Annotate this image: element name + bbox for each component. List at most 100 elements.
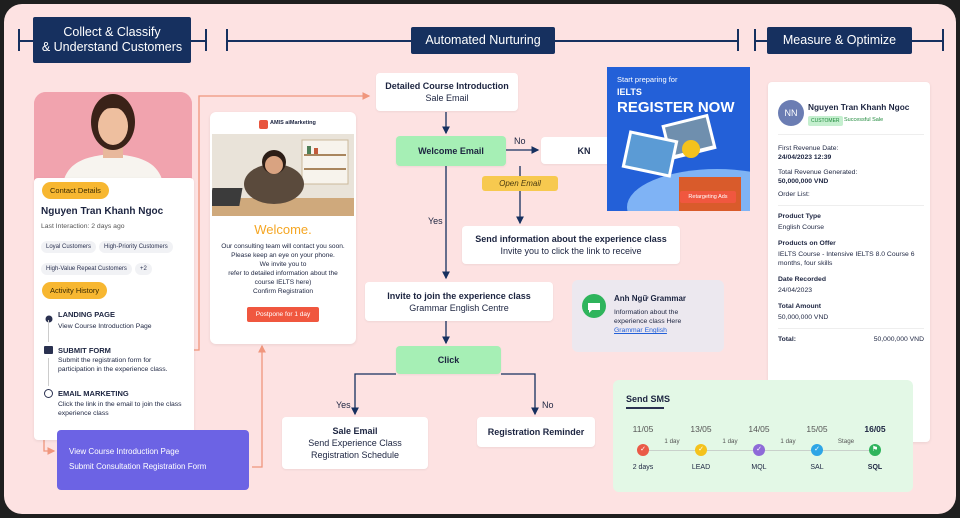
node-invite: Invite to join the experience class Gram… [365,282,553,321]
timeline-line [48,320,49,342]
customer-name: Nguyen Tran Khanh Ngoc [808,102,910,112]
tag-high-value[interactable]: High-Value Repeat Customers [41,263,132,275]
postpone-button[interactable]: Postpone for 1 day [247,307,319,322]
sms-stage-dot: ✓ [811,444,823,456]
send-info-sub: Invite you to click the link to receive [500,246,642,256]
tag-loyal[interactable]: Loyal Customers [41,241,97,253]
nurture-header: Automated Nurturing [411,27,555,54]
ad-prep: Start preparing for [617,75,678,84]
tag-more[interactable]: +2 [134,263,152,275]
sms-stage-dot: ✓ [753,444,765,456]
course-intro-sub: Sale Email [425,93,469,103]
email-hero-image [212,134,354,216]
date-value: 24/04/2023 [778,287,813,294]
email-body-4: refer to detailed information about the [228,270,338,277]
node-click[interactable]: Click [396,346,501,374]
node-send-info: Send information about the experience cl… [462,226,680,264]
sale-email-line3: Registration Schedule [310,450,400,460]
divider [778,205,924,206]
email-body-6: Confirm Registration [252,288,314,295]
ad-illustration [621,113,750,211]
email-body-2: Please keep an eye on your phone. [231,252,335,259]
collect-header-line2: & Understand Customers [41,40,183,54]
tag-high-priority[interactable]: High-Priority Customers [99,241,173,253]
course-intro-title: Detailed Course Introduction [385,81,509,91]
profile-card [34,178,194,440]
order-list-label: Order List: [778,191,810,198]
node-welcome-email[interactable]: Welcome Email [396,136,506,166]
grammar-sender: Anh Ngữ Grammar [614,294,687,303]
email-brand: AMIS aiMarketing [270,120,316,126]
sms-title: Send SMS [626,394,671,404]
activity-submit-title: SUBMIT FORM [58,346,111,355]
profile-photo [34,92,192,190]
ad-ielts: IELTS [617,87,642,97]
grammar-line1: Information about the [614,309,679,316]
retargeting-button[interactable]: Retargeting Ads [680,191,736,203]
sms-date: 15/05 [806,424,828,434]
chat-icon [582,294,606,318]
amount-label: Total Amount [778,303,822,310]
last-interaction: Last Interaction: 2 days ago [41,223,125,230]
collect-header-tick-right [205,29,207,51]
profile-name: Nguyen Tran Khanh Ngoc [41,206,164,217]
label-no-1: No [514,136,526,146]
total-rev-value: 50,000,000 VND [778,178,829,185]
profile-person-illustration [34,92,192,190]
sms-gap-label: 1 day [722,438,738,445]
ad-register: REGISTER NOW [617,99,735,116]
label-yes-2: Yes [336,400,351,410]
customer-status: Successful Sale [844,117,884,123]
divider [778,328,924,329]
nurture-header-tick-right [737,29,739,51]
customer-badge: CUSTOMER [808,116,843,126]
collect-header: Collect & Classify& Understand Customers [33,17,191,63]
product-type-value: English Course [778,224,825,231]
submit-form-icon [44,346,53,354]
activity-history-label: Activity History [42,282,108,299]
grammar-link[interactable]: Grammar English [614,327,667,334]
connectors [43,92,632,468]
node-sale-email: Sale Email Send Experience Class Registr… [282,417,428,469]
label-no-2: No [542,400,554,410]
activity-email-title: EMAIL MARKETING [58,389,129,398]
sms-stage-dot: ✓ [637,444,649,456]
invite-sub: Grammar English Centre [409,302,509,313]
node-registration-reminder: Registration Reminder [477,417,595,447]
grammar-message-card: Anh Ngữ Grammar Information about the ex… [572,280,724,352]
collect-header-tick-left [18,29,20,51]
sms-date: 14/05 [748,424,770,434]
measure-header: Measure & Optimize [767,27,912,54]
sms-date: 13/05 [690,424,712,434]
email-body-1: Our consulting team will contact you soo… [221,243,345,250]
sms-stage-label: LEAD [691,464,711,471]
email-body: Our consulting team will contact you soo… [210,242,356,296]
measure-header-tick-right [942,29,944,51]
email-body-3: We invite you to [259,261,307,268]
purple-line-2[interactable]: Submit Consultation Registration Form [69,462,207,471]
landing-page-icon [45,310,53,328]
activity-email-desc: Click the link in the email to join the … [58,401,182,417]
sms-title-underline [626,407,664,409]
sms-date: 11/05 [632,424,654,434]
total-row: Total: 50,000,000 VND [778,335,924,344]
sms-gap-label: Stage [837,438,855,445]
total-rev-label: Total Revenue Generated: [778,169,858,176]
total-value: 50,000,000 VND [873,336,924,343]
email-marketing-icon [44,389,53,398]
sale-email-line2: Send Experience Class [308,438,402,448]
activity-landing-desc: View Course Introduction Page [58,323,152,330]
sms-stage-dot: ⚑ [869,444,881,456]
send-info-title: Send information about the experience cl… [475,234,667,244]
purple-line-1[interactable]: View Course Introduction Page [69,447,180,456]
first-rev-value: 24/04/2023 12:39 [778,154,832,161]
timeline-line [48,358,49,386]
canvas: Collect & Classify& Understand Customers… [4,4,956,514]
email-welcome: Welcome. [254,222,312,237]
first-rev-label: First Revenue Date: [778,145,839,152]
activity-submit-desc: Submit the registration form for partici… [58,357,168,373]
invite-title: Invite to join the experience class [387,290,531,301]
open-email-tag: Open Email [482,176,558,191]
